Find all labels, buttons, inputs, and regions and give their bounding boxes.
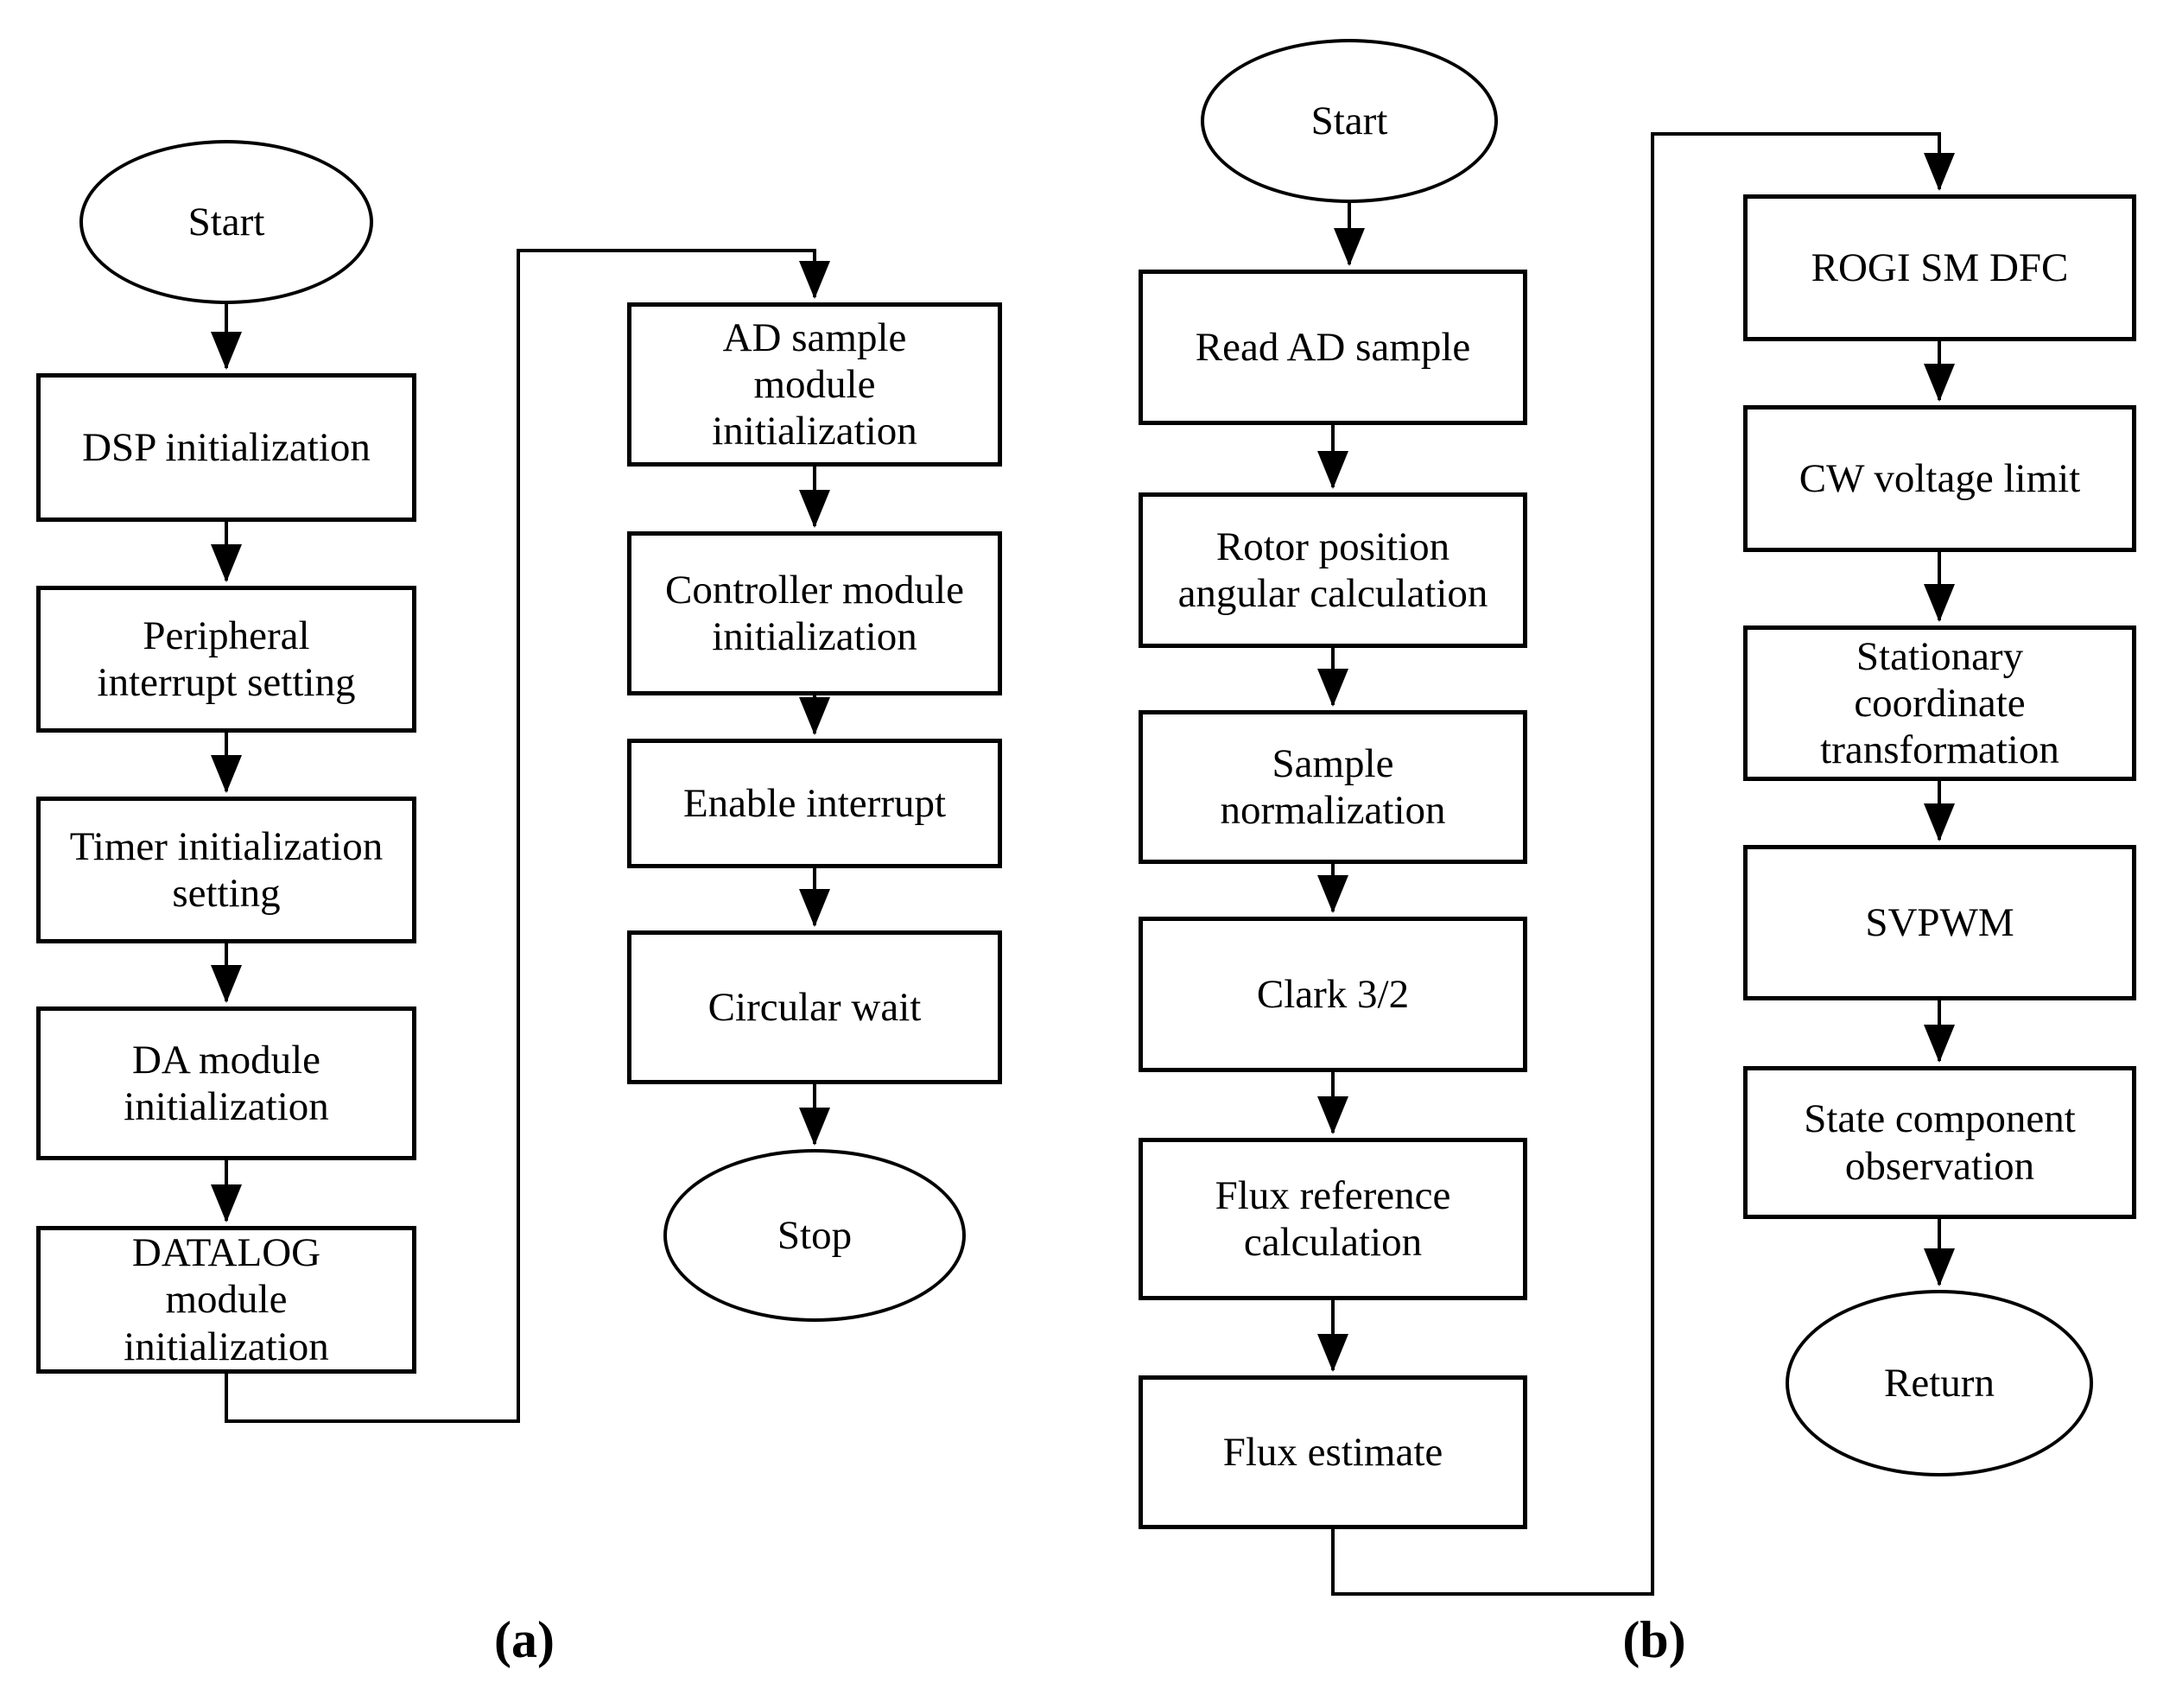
node-a-peripheral-interrupt-setting: Peripheral interrupt setting <box>36 586 416 733</box>
node-b-flux-estimate: Flux estimate <box>1139 1375 1527 1529</box>
caption-panel-a: (a) <box>494 1610 555 1668</box>
node-a-dsp-initialization: DSP initialization <box>36 373 416 522</box>
node-b-clark-3-2: Clark 3/2 <box>1139 917 1527 1072</box>
node-b-rogi-sm-dfc: ROGI SM DFC <box>1743 194 2136 341</box>
node-b-read-ad-sample: Read AD sample <box>1139 270 1527 425</box>
node-b-sample-normalization: Sample normalization <box>1139 710 1527 864</box>
node-b-rotor-position-angular-calculation: Rotor position angular calculation <box>1139 492 1527 648</box>
caption-panel-b: (b) <box>1622 1610 1686 1668</box>
node-b-svpwm: SVPWM <box>1743 845 2136 1000</box>
node-a-enable-interrupt: Enable interrupt <box>627 739 1002 868</box>
node-a-circular-wait: Circular wait <box>627 930 1002 1084</box>
node-a-da-module-initialization: DA module initialization <box>36 1006 416 1160</box>
node-b-state-component-observation: State component observation <box>1743 1066 2136 1219</box>
node-b-start-terminal: Start <box>1201 39 1498 203</box>
loop-b-fluxest-to-rogi <box>1331 132 1955 1596</box>
node-a-start-terminal: Start <box>79 140 373 304</box>
node-b-stationary-coordinate-transformation: Stationary coordinate transformation <box>1743 625 2136 781</box>
node-a-timer-initialization-setting: Timer initialization setting <box>36 797 416 943</box>
node-a-ad-sample-module-initialization: AD sample module initialization <box>627 302 1002 467</box>
node-b-return-terminal: Return <box>1786 1290 2093 1476</box>
node-a-datalog-module-initialization: DATALOG module initialization <box>36 1226 416 1374</box>
node-a-stop-terminal: Stop <box>663 1149 966 1322</box>
node-b-flux-reference-calculation: Flux reference calculation <box>1139 1138 1527 1300</box>
node-a-controller-module-initialization: Controller module initialization <box>627 531 1002 695</box>
node-b-cw-voltage-limit: CW voltage limit <box>1743 405 2136 552</box>
loop-a-datalog-to-adsample <box>225 249 830 1423</box>
